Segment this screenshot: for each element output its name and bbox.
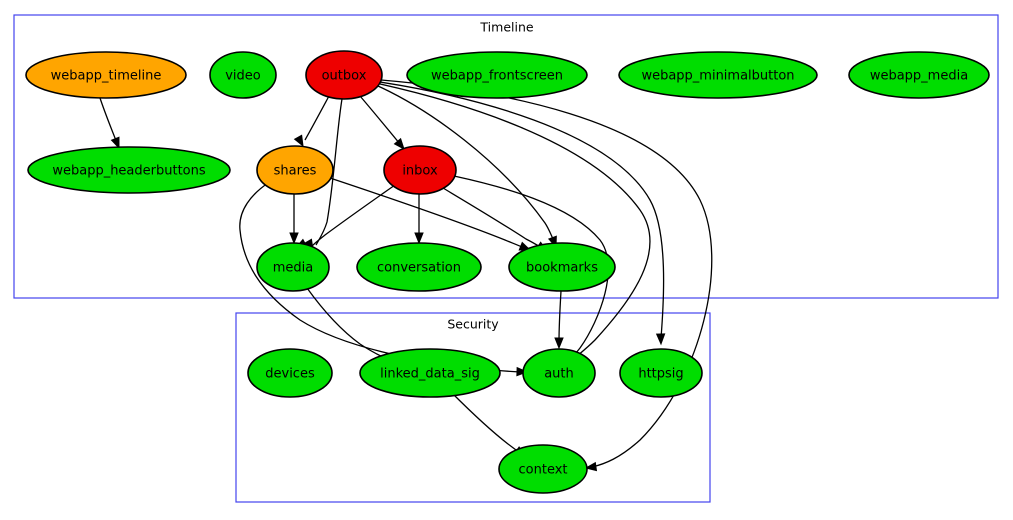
edge-outbox-to-auth: [379, 83, 651, 367]
node-linked_data_sig[interactable]: linked_data_sig: [359, 348, 501, 398]
node-context[interactable]: context: [498, 444, 588, 494]
arrowhead-icon: [293, 134, 304, 148]
node-shape-webapp_timeline[interactable]: [25, 51, 187, 99]
node-video[interactable]: video: [209, 51, 277, 99]
arrowhead-icon: [584, 461, 598, 472]
node-shape-webapp_frontscreen[interactable]: [406, 51, 588, 99]
node-label-inbox: inbox: [402, 164, 438, 179]
node-shape-linked_data_sig[interactable]: [359, 348, 501, 398]
node-label-webapp_headerbuttons: webapp_headerbuttons: [52, 164, 206, 179]
node-shape-devices[interactable]: [247, 348, 333, 398]
edge-line: [377, 85, 555, 242]
node-label-devices: devices: [265, 367, 315, 382]
node-outbox[interactable]: outbox: [305, 50, 383, 100]
edge-line: [379, 81, 665, 339]
edge-outbox-to-inbox: [359, 95, 405, 151]
node-inbox[interactable]: inbox: [383, 145, 457, 195]
cluster-label-timeline: Timeline: [479, 20, 533, 35]
node-label-webapp_frontscreen: webapp_frontscreen: [431, 69, 563, 84]
edge-outbox-to-context: [380, 79, 713, 472]
node-label-auth: auth: [544, 367, 574, 382]
edge-line: [451, 392, 521, 454]
edge-shares-to-media: [289, 193, 299, 245]
node-label-linked_data_sig: linked_data_sig: [380, 367, 480, 382]
node-conversation[interactable]: conversation: [356, 242, 482, 292]
node-webapp_timeline[interactable]: webapp_timeline: [25, 51, 187, 99]
node-shape-webapp_minimalbutton[interactable]: [618, 51, 818, 99]
edge-line: [442, 187, 543, 249]
node-shape-httpsig[interactable]: [619, 348, 703, 398]
node-httpsig[interactable]: httpsig: [619, 348, 703, 398]
node-devices[interactable]: devices: [247, 348, 333, 398]
edge-outbox-to-httpsig: [379, 81, 666, 346]
edge-inbox-to-conversation: [414, 194, 424, 245]
arrowhead-icon: [414, 232, 424, 245]
edge-line: [359, 95, 401, 145]
node-shape-video[interactable]: [209, 51, 277, 99]
edge-line: [315, 98, 343, 246]
node-label-shares: shares: [274, 164, 317, 179]
node-label-webapp_minimalbutton: webapp_minimalbutton: [641, 69, 794, 84]
node-group: webapp_timeline video outbox webapp_frontsc…: [25, 50, 990, 494]
edge-bookmarks-to-auth: [554, 290, 564, 350]
node-media[interactable]: media: [256, 242, 330, 292]
node-webapp_headerbuttons[interactable]: webapp_headerbuttons: [27, 146, 231, 194]
arrowhead-icon: [289, 232, 299, 245]
edge-line: [304, 95, 330, 141]
edge-line: [99, 97, 118, 144]
node-label-outbox: outbox: [322, 69, 367, 84]
node-label-bookmarks: bookmarks: [526, 261, 598, 276]
node-shape-shares[interactable]: [256, 145, 334, 195]
node-shape-webapp_headerbuttons[interactable]: [27, 146, 231, 194]
cluster-border-timeline: [13, 14, 999, 299]
cluster-security: Security: [235, 312, 711, 503]
node-shape-auth[interactable]: [522, 348, 596, 398]
node-shape-media[interactable]: [256, 242, 330, 292]
arrowhead-icon: [554, 337, 564, 350]
node-label-conversation: conversation: [377, 261, 461, 276]
edge-line: [379, 83, 651, 363]
arrowhead-icon: [110, 136, 120, 150]
cluster-label-security: Security: [447, 317, 499, 332]
edge-line: [311, 184, 396, 247]
node-shape-bookmarks[interactable]: [508, 242, 616, 292]
node-shape-conversation[interactable]: [356, 242, 482, 292]
node-bookmarks[interactable]: bookmarks: [508, 242, 616, 292]
node-shape-outbox[interactable]: [305, 50, 383, 100]
node-shape-context[interactable]: [498, 444, 588, 494]
node-label-video: video: [225, 69, 261, 84]
node-webapp_frontscreen[interactable]: webapp_frontscreen: [406, 51, 588, 99]
arrowhead-icon: [516, 366, 529, 377]
edge-outbox-to-shares: [293, 95, 330, 148]
node-shape-inbox[interactable]: [383, 145, 457, 195]
edge-line: [558, 290, 562, 343]
node-label-webapp_timeline: webapp_timeline: [51, 69, 162, 84]
edge-webapp_timeline-to-webapp_headerbuttons: [99, 97, 120, 150]
edge-line: [380, 79, 713, 468]
node-auth[interactable]: auth: [522, 348, 596, 398]
node-label-webapp_media: webapp_media: [870, 69, 968, 84]
cluster-timeline: Timeline: [13, 14, 999, 299]
edge-line: [329, 177, 525, 249]
arrowhead-icon: [393, 137, 405, 151]
cluster-border-security: [235, 312, 711, 503]
node-webapp_minimalbutton[interactable]: webapp_minimalbutton: [618, 51, 818, 99]
node-label-media: media: [273, 261, 314, 276]
node-webapp_media[interactable]: webapp_media: [848, 51, 990, 99]
node-shape-webapp_media[interactable]: [848, 51, 990, 99]
node-label-context: context: [519, 463, 568, 478]
arrowhead-icon: [655, 333, 666, 346]
node-shares[interactable]: shares: [256, 145, 334, 195]
node-label-httpsig: httpsig: [638, 367, 683, 382]
